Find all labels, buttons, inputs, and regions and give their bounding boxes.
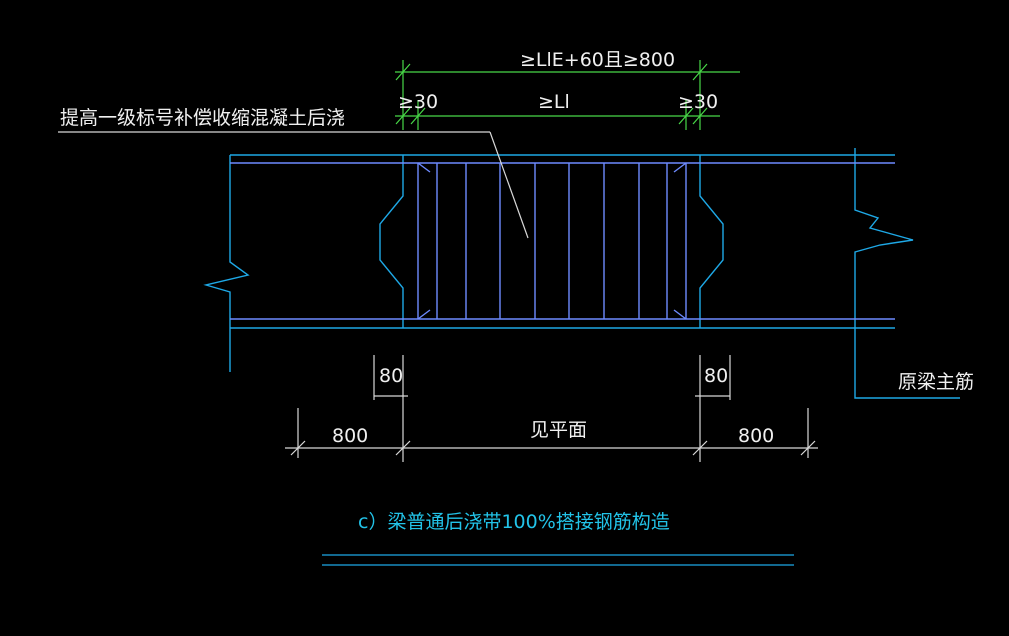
left-80-label: 80 [379, 365, 403, 387]
rebar-hook [673, 309, 687, 320]
left-800-label: 800 [332, 425, 368, 447]
beam-outline [203, 148, 960, 399]
bottom-dimensions [285, 355, 818, 462]
left-break-line [203, 155, 250, 372]
leader-note: 提高一级标号补偿收缩混凝土后浇 [60, 107, 345, 129]
dim-tick [395, 107, 411, 125]
top-dimensions [395, 60, 740, 130]
reinforcement [230, 162, 895, 320]
middle-plan-label: 见平面 [530, 419, 587, 441]
rebar-hook [673, 162, 687, 173]
leader [58, 131, 529, 239]
dim-tick [395, 440, 411, 456]
dim-tick [410, 107, 426, 125]
dim-tick [800, 440, 816, 456]
caption: c）梁普通后浇带100%搭接钢筋构造 [358, 511, 670, 533]
dim-tick [395, 63, 411, 81]
dim-tick [678, 107, 694, 125]
right-80-label: 80 [704, 365, 728, 387]
right-joint-profile [699, 155, 724, 328]
dim-tick [692, 440, 708, 456]
top-dimension-label: ≥LlE+60且≥800 [520, 49, 675, 71]
right-30-label: ≥30 [678, 91, 718, 113]
left-30-label: ≥30 [398, 91, 438, 113]
middle-ll-label: ≥Ll [538, 91, 570, 113]
right-note: 原梁主筋 [898, 371, 974, 393]
right-800-label: 800 [738, 425, 774, 447]
dim-tick [692, 63, 708, 81]
dim-tick [290, 440, 306, 456]
right-break-line [854, 148, 960, 399]
left-joint-profile [379, 155, 404, 328]
leader-pointer [489, 131, 529, 239]
rebar-hook [417, 309, 431, 320]
rebar-hook [417, 162, 431, 173]
dim-tick [692, 107, 708, 125]
